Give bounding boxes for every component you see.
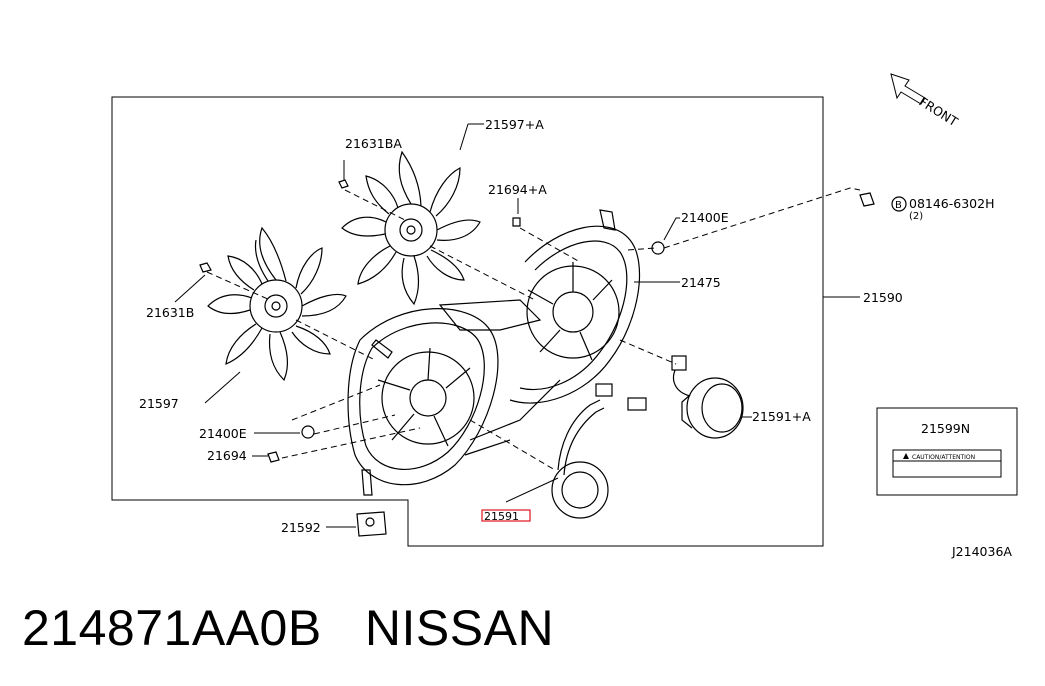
front-arrow-icon [890, 73, 926, 105]
callout-21631ba: 21631BA [345, 136, 402, 151]
assembly-frame [111, 96, 824, 547]
bolt-marker-text: B [895, 200, 902, 211]
callout-21599n: 21599N [921, 421, 970, 436]
fan-blade-left [207, 226, 347, 382]
caution-label-box [876, 407, 1018, 496]
callout-21591-a: 21591+A [752, 409, 811, 424]
fan-motor-lower [551, 383, 647, 519]
hardware-parts [199, 179, 875, 537]
callout-21590: 21590 [863, 290, 903, 305]
front-label: FRONT [916, 94, 960, 130]
fan-motor-right [671, 355, 744, 439]
leader-lines [174, 123, 860, 528]
callout-08146-6302h: 08146-6302H [909, 196, 995, 211]
highlight-box [481, 509, 531, 522]
assembly-guides [206, 187, 861, 471]
callout-21597-a: 21597+A [485, 117, 544, 132]
warning-triangle-icon [903, 453, 909, 459]
callout-21592: 21592 [281, 520, 321, 535]
callout-21475: 21475 [681, 275, 721, 290]
caution-label-text: CAUTION/ATTENTION [912, 454, 975, 461]
brand-name: NISSAN [364, 600, 555, 656]
callout-21694: 21694 [207, 448, 247, 463]
callout-08146-qty: (2) [909, 211, 923, 222]
callout-21591-highlighted: 21591 [484, 510, 519, 523]
callout-21400e-top: 21400E [681, 210, 729, 225]
callout-21400e-bottom: 21400E [199, 426, 247, 441]
fan-blade-upper [341, 150, 481, 306]
fan-shroud [347, 209, 641, 496]
part-caption: 214871AA0B NISSAN [22, 598, 554, 658]
callout-21597: 21597 [139, 396, 179, 411]
drawing-number: J214036A [951, 544, 1012, 559]
callout-21631b: 21631B [146, 305, 194, 320]
part-number: 214871AA0B [22, 600, 322, 656]
bolt-marker-icon [891, 196, 907, 212]
callout-21694-a: 21694+A [488, 182, 547, 197]
